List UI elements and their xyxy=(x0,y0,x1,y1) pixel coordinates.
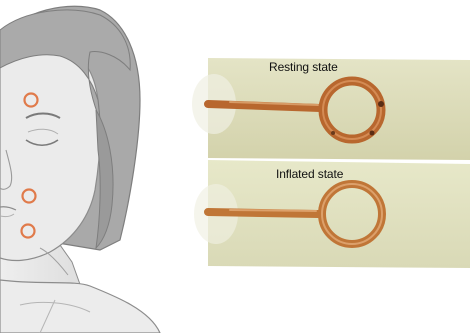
inflated-state-label: Inflated state xyxy=(276,167,343,181)
spot xyxy=(370,131,375,136)
face-illustration xyxy=(0,6,160,333)
actuator-stem-highlight xyxy=(230,210,316,211)
spot xyxy=(331,131,335,135)
actuator-stem-inflated xyxy=(208,212,318,214)
shoulders xyxy=(0,280,160,333)
resting-state-label: Resting state xyxy=(269,60,338,74)
spot xyxy=(378,101,384,107)
